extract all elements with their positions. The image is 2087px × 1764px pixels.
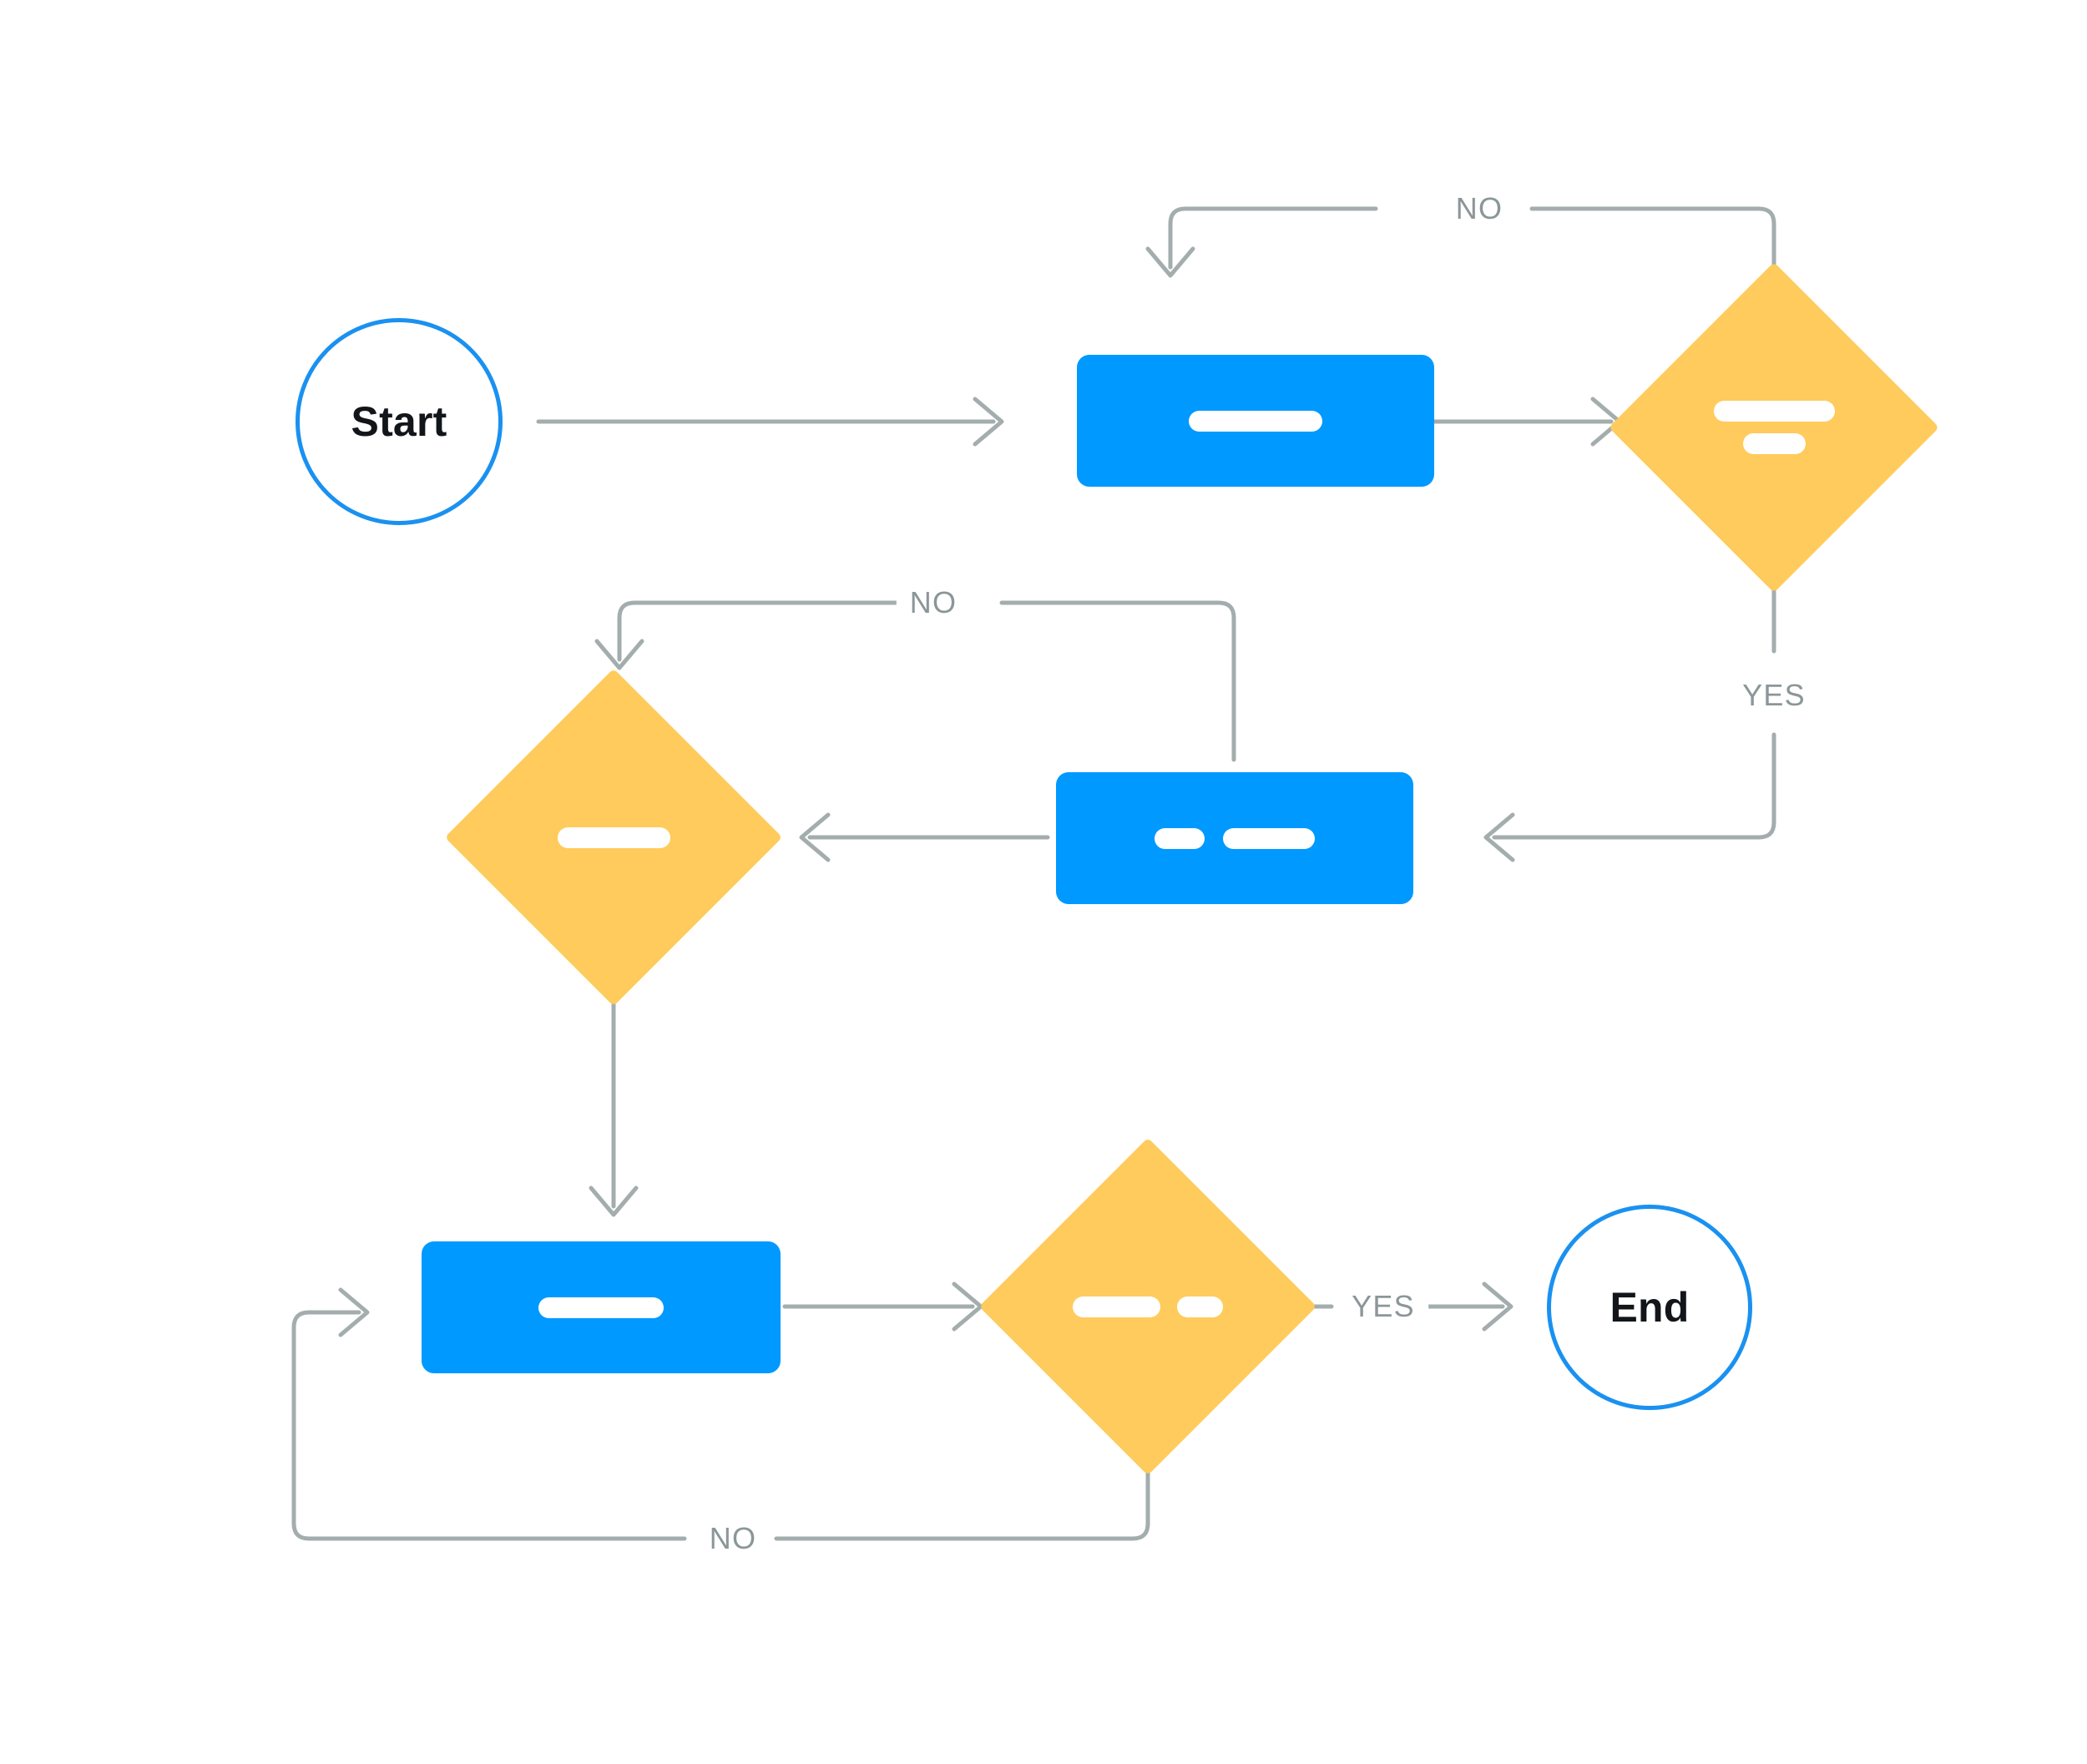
node-process-1[interactable] bbox=[1077, 355, 1434, 487]
arrowhead-yes-to-end bbox=[1482, 1281, 1513, 1332]
arrowhead-process3-to-decision3 bbox=[952, 1281, 983, 1332]
arrowhead-no-bottom-loop bbox=[338, 1287, 370, 1337]
arrowhead-no-top bbox=[1145, 246, 1195, 278]
diamond-content bbox=[494, 718, 733, 957]
diamond-bar-row bbox=[1073, 1296, 1223, 1317]
edge-decision1-no-top bbox=[1529, 206, 1776, 311]
diamond-content bbox=[1657, 311, 1891, 544]
node-decision-2[interactable] bbox=[444, 668, 783, 1007]
arrowhead-yes-into-process2 bbox=[1483, 812, 1515, 862]
edge-decision3-no-right bbox=[774, 1433, 1150, 1541]
edge-label-no-top: NO bbox=[1442, 189, 1517, 229]
edge-label-no-middle: NO bbox=[896, 583, 971, 623]
edge-process2-no-right bbox=[999, 600, 1236, 762]
node-start-terminator[interactable]: Start bbox=[296, 318, 503, 525]
placeholder-bar bbox=[1073, 1296, 1160, 1317]
node-process-2[interactable] bbox=[1056, 772, 1413, 904]
edge-label-yes-right: YES bbox=[1729, 675, 1819, 715]
node-decision-1[interactable] bbox=[1609, 262, 1939, 593]
node-process-3[interactable] bbox=[422, 1241, 781, 1373]
arrowhead-no-middle bbox=[594, 639, 644, 670]
arrowhead-decision2-to-process3 bbox=[589, 1185, 639, 1217]
edge-decision1-no-top-left bbox=[1168, 206, 1378, 270]
placeholder-bar bbox=[1223, 827, 1315, 849]
edge-decision1-yes-down-lower bbox=[1492, 732, 1776, 840]
diamond-bar-row bbox=[557, 826, 670, 848]
node-end-terminator[interactable]: End bbox=[1547, 1205, 1752, 1410]
placeholder-bar bbox=[1177, 1296, 1223, 1317]
placeholder-bar bbox=[557, 826, 670, 848]
arrowhead-process2-to-decision2 bbox=[799, 812, 831, 862]
arrowhead-start-to-process1 bbox=[973, 397, 1004, 447]
edge-process2-no-left bbox=[617, 600, 908, 662]
edge-label-no-bottom: NO bbox=[695, 1519, 771, 1559]
diamond-bar-row bbox=[1742, 433, 1806, 454]
edge-label-yes-bottom: YES bbox=[1338, 1286, 1428, 1327]
placeholder-bar bbox=[538, 1296, 664, 1318]
diamond-bar-row bbox=[1713, 401, 1835, 422]
placeholder-bar bbox=[1742, 433, 1806, 454]
diamond-content bbox=[1028, 1187, 1267, 1426]
node-decision-3[interactable] bbox=[978, 1137, 1317, 1476]
end-label: End bbox=[1609, 1284, 1690, 1331]
placeholder-bar bbox=[1189, 410, 1322, 432]
start-label: Start bbox=[351, 398, 447, 445]
placeholder-bar bbox=[1713, 401, 1835, 422]
placeholder-bar bbox=[1155, 827, 1205, 849]
